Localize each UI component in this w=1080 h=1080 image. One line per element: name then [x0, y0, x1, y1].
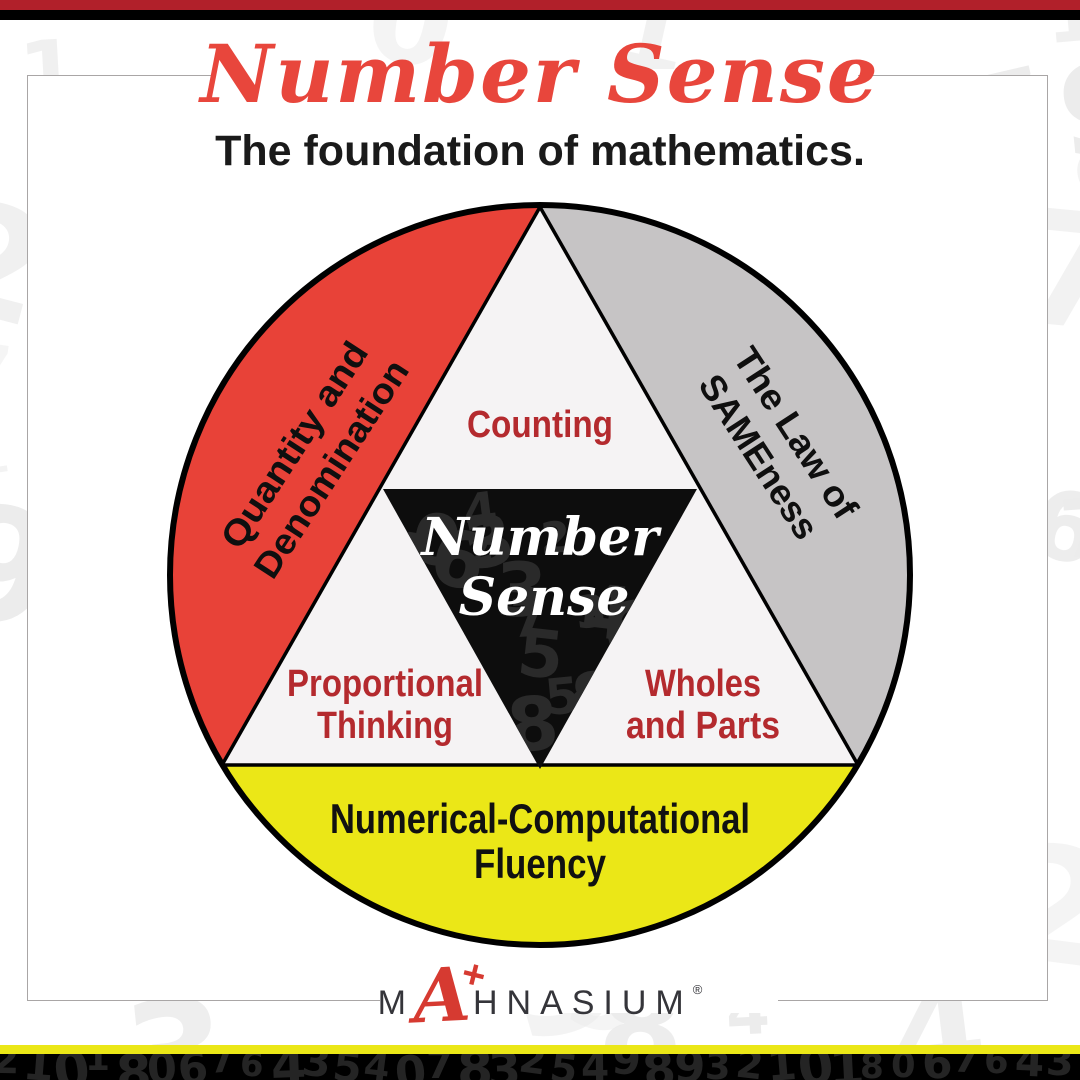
segment-law-of-sameness	[540, 207, 910, 765]
logo-red-a-plus: A +	[411, 951, 490, 1041]
svg-text:4: 4	[460, 481, 501, 541]
label-fluency: Fluency	[474, 840, 607, 887]
center-label-number: Number	[419, 507, 662, 568]
bottom-black-strip: 210180676435407832549893210180676435	[0, 1054, 1080, 1080]
logo-letters-hnasium: HNASIUM	[472, 984, 693, 1022]
label-numerical-computational: Numerical-Computational	[330, 795, 750, 842]
svg-text:3: 3	[496, 547, 548, 634]
bottom-strip-number-pattern: 210180676435407832549893210180676435	[0, 1054, 1080, 1080]
segment-numerical-computational-fluency	[222, 765, 858, 946]
label-thinking: Thinking	[317, 705, 453, 747]
svg-text:5: 5	[514, 614, 568, 695]
logo-letter-m: M	[377, 984, 415, 1022]
triangle-left-edge	[220, 206, 542, 766]
mathnasium-logo: M A + HNASIUM ®	[0, 951, 1080, 1041]
diagram-circle-outline	[167, 202, 913, 948]
label-and-parts: and Parts	[626, 705, 780, 747]
svg-text:7: 7	[509, 587, 549, 650]
card-border-patch-bottom	[380, 985, 778, 1013]
top-black-bar	[0, 10, 1080, 20]
bottom-yellow-bar	[0, 1045, 1080, 1054]
label-wholes: Wholes	[645, 663, 761, 705]
svg-text:3: 3	[573, 585, 610, 639]
center-black-triangle	[383, 489, 697, 769]
mathnasium-logo-row: M A + HNASIUM ®	[377, 951, 703, 1041]
card-border-patch-top	[214, 69, 858, 82]
svg-text:2: 2	[539, 513, 571, 564]
segment-quantity-denomination	[170, 207, 540, 765]
logo-registered-mark: ®	[692, 982, 703, 997]
page-title: Number Sense	[200, 27, 880, 121]
label-counting: Counting	[467, 404, 613, 446]
page-subtitle: The foundation of mathematics.	[215, 127, 865, 175]
center-label-sense: Sense	[459, 567, 630, 628]
top-red-bar	[0, 0, 1080, 10]
number-sense-diagram: 46288002594975031714338646 Quantity and …	[167, 202, 913, 948]
triangle-right-edge	[538, 206, 860, 766]
label-proportional: Proportional	[287, 663, 483, 705]
